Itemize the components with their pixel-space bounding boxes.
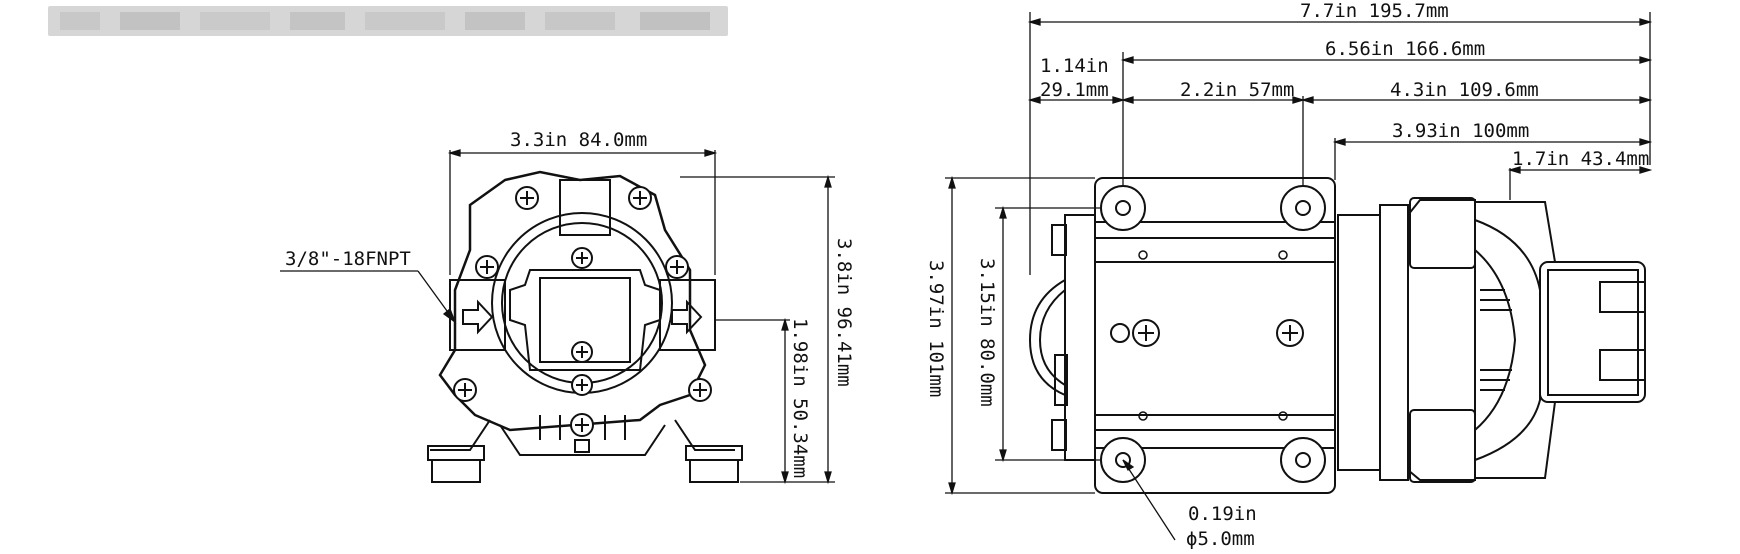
overall-length-label: 7.7in 195.7mm: [1300, 0, 1449, 22]
screw-icon: [688, 378, 712, 402]
edge-to-hole-in-label: 1.14in: [1040, 55, 1109, 77]
screw-icon: [570, 413, 594, 437]
screw-icon: [1276, 319, 1304, 347]
hole-diameter-mm-label: ϕ5.0mm: [1186, 528, 1255, 550]
screw-icon: [1132, 319, 1160, 347]
mount-hole-icon: [1280, 185, 1326, 231]
side-small-holes: [1138, 250, 1288, 421]
front-dimensions: [280, 149, 835, 485]
redacted-header: [48, 6, 728, 36]
screw-icon: [453, 378, 477, 402]
screw-icon: [571, 341, 593, 363]
side-dimensions: [945, 12, 1653, 541]
hole-diameter-in-label: 0.19in: [1188, 503, 1257, 525]
body-to-end-label: 3.93in 100mm: [1392, 120, 1529, 142]
side-view: [1028, 177, 1646, 494]
screw-icon: [665, 255, 689, 279]
port-height-label: 1.98in 50.34mm: [789, 318, 811, 478]
screw-icon: [515, 186, 539, 210]
front-width-label: 3.3in 84.0mm: [510, 129, 647, 151]
overall-height-label: 3.97in 101mm: [925, 260, 947, 397]
front-screws: [453, 186, 712, 437]
hole-spacing-label: 2.2in 57mm: [1180, 79, 1294, 101]
screw-icon: [571, 374, 593, 396]
screw-icon: [628, 186, 652, 210]
side-mount-holes: [1100, 185, 1326, 483]
hole-to-end2-label: 4.3in 109.6mm: [1390, 79, 1539, 101]
head-length-label: 1.7in 43.4mm: [1512, 148, 1649, 170]
mount-hole-icon: [1280, 437, 1326, 483]
mount-spacing-label: 3.15in 80.0mm: [976, 258, 998, 407]
hole-to-end-label: 6.56in 166.6mm: [1325, 38, 1485, 60]
edge-to-hole-mm-label: 29.1mm: [1040, 79, 1109, 101]
thread-label: 3/8"-18FNPT: [285, 248, 411, 270]
mount-hole-icon: [1100, 185, 1146, 231]
flow-arrow-icon: [462, 299, 703, 335]
front-height-label: 3.8in 96.41mm: [833, 238, 855, 387]
screw-icon: [475, 255, 499, 279]
screw-icon: [571, 247, 593, 269]
